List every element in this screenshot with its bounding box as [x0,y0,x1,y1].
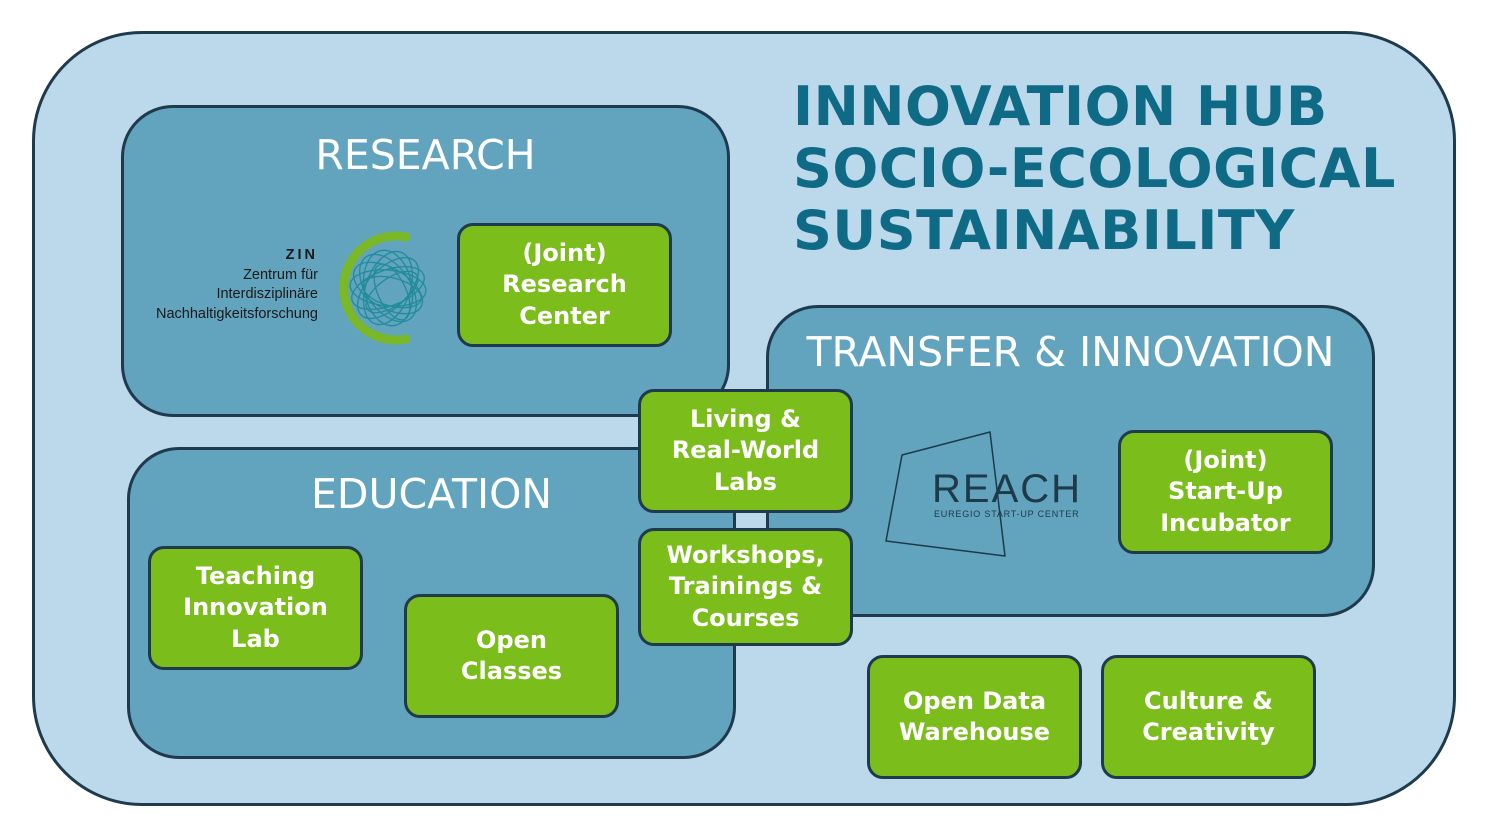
joint-research-center-line-3: Center [519,301,610,330]
joint-startup-incubator-line-1: (Joint) [1183,445,1268,474]
teaching-innovation-lab-line-2: Innovation [183,593,328,622]
reach-wordmark: REACH [932,467,1082,511]
joint-startup-incubator-box[interactable]: (Joint) Start-Up Incubator [1118,430,1333,554]
transfer-innovation-area-title: TRANSFER & INNOVATION [806,328,1335,376]
workshops-box[interactable]: Workshops, Trainings & Courses [638,528,853,646]
hub-title: INNOVATION HUB SOCIO-ECOLOGICAL SUSTAINA… [793,76,1396,262]
joint-research-center-line-1: (Joint) [522,238,607,267]
research-area-title: RESEARCH [315,131,536,179]
research-area: RESEARCH [121,105,730,417]
joint-research-center-line-2: Research [502,270,627,299]
living-labs-box[interactable]: Living & Real-World Labs [638,389,853,513]
living-labs-line-2: Real-World [671,436,820,465]
open-data-warehouse-line-1: Open Data [902,686,1047,715]
zin-logo-text: ZIN Zentrum für Interdisziplinäre Nachha… [156,246,318,324]
workshops-line-1: Workshops, [666,540,825,569]
culture-creativity-box[interactable]: Culture & Creativity [1101,655,1316,779]
hub-title-line-1: INNOVATION HUB [793,75,1328,138]
zin-line-3: Nachhaltigkeitsforschung [155,305,318,322]
zin-line-2: Interdisziplinäre [216,286,318,302]
joint-startup-incubator-line-2: Start-Up [1168,477,1283,506]
teaching-innovation-lab-line-1: Teaching [195,561,316,590]
teaching-innovation-lab-box[interactable]: Teaching Innovation Lab [148,546,363,670]
joint-startup-incubator-line-3: Incubator [1160,508,1291,537]
reach-subtitle: EUREGIO START-UP CENTER [934,509,1079,519]
teaching-innovation-lab-line-3: Lab [231,624,280,653]
reach-logo: REACH EUREGIO START-UP CENTER [885,431,1082,557]
open-data-warehouse-line-2: Warehouse [898,718,1051,746]
zin-abbreviation: ZIN [285,247,318,263]
zin-line-1: Zentrum für [243,266,318,283]
zin-logo-icon [339,231,427,345]
living-labs-line-1: Living & [690,404,801,433]
open-data-warehouse-box[interactable]: Open Data Warehouse [867,655,1082,779]
living-labs-line-3: Labs [714,467,777,496]
open-classes-box[interactable]: Open Classes [404,594,619,718]
workshops-line-2: Trainings & [668,572,823,601]
open-classes-line-2: Classes [460,657,563,685]
culture-creativity-line-2: Creativity [1142,718,1275,746]
joint-research-center-box[interactable]: (Joint) Research Center [457,223,672,347]
hub-title-line-3: SUSTAINABILITY [793,199,1295,262]
hub-title-line-2: SOCIO-ECOLOGICAL [793,137,1396,200]
education-area-title: EDUCATION [310,470,553,518]
workshops-line-3: Courses [691,603,800,632]
culture-creativity-line-1: Culture & [1144,686,1273,715]
open-classes-line-1: Open [476,625,547,654]
